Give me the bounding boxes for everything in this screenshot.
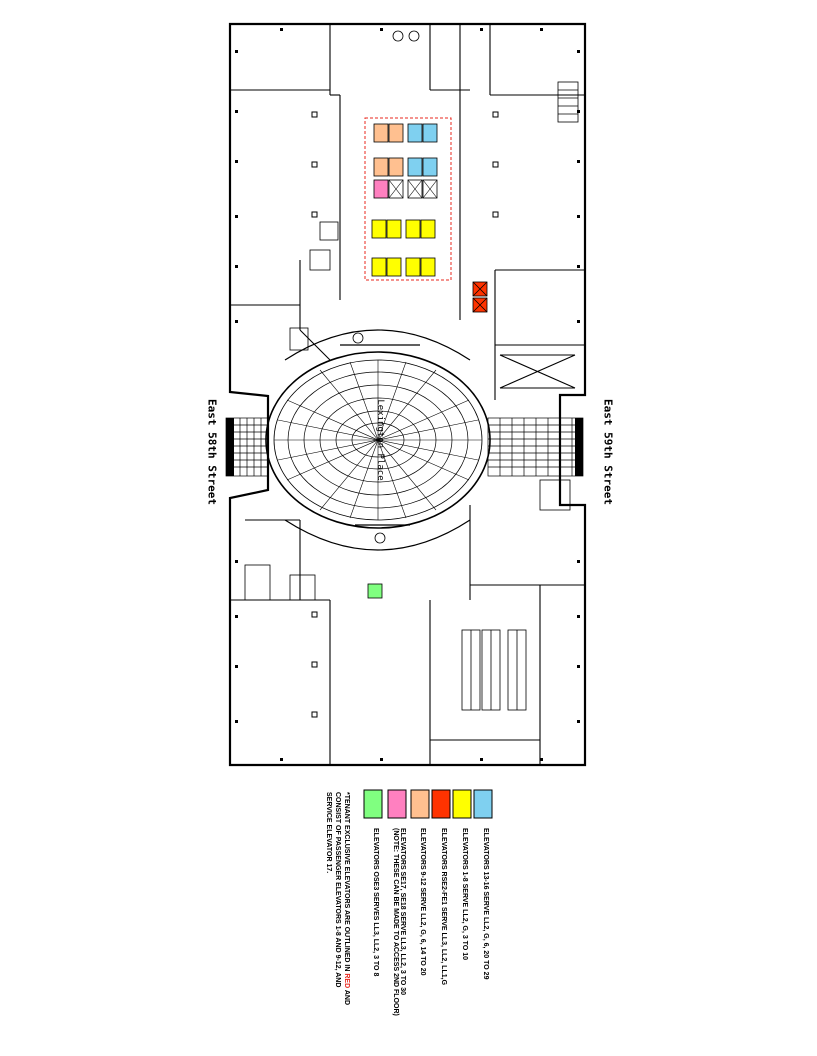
street-label-east-59th: East 59th Street — [601, 399, 615, 505]
elevator-cores — [371, 123, 438, 277]
legend-swatch-1 — [452, 789, 472, 819]
tenant-elevator-outline — [364, 117, 452, 281]
stairs — [244, 81, 579, 601]
elevator-shaft-crosses — [388, 179, 438, 199]
legend-item-pink: ELEVATORS SE17, SE18 SERVE LL3, LL2, 3 T… — [392, 828, 406, 1016]
legend-swatch-3 — [410, 789, 430, 819]
legend-swatch-2 — [431, 789, 451, 819]
legend-swatch-4 — [387, 789, 407, 819]
interior-walls — [230, 24, 585, 765]
legend-swatch-5 — [363, 789, 383, 819]
legend-swatches — [363, 789, 493, 819]
service-elevator-green — [367, 583, 383, 599]
legend-note: *TENANT EXCLUSIVE ELEVATORS ARE OUTLINED… — [325, 792, 350, 1006]
service-elevators-red — [472, 281, 488, 313]
legend-item-yellow: ELEVATORS 1-8 SERVE LL2, G, 3 TO 10 — [461, 828, 468, 961]
building-outline — [228, 22, 587, 767]
legend-item-blue: ELEVATORS 13-16 SERVE LL2, G, 6, 20 TO 2… — [482, 828, 489, 980]
legend-item-green: ELEVATORS OSE3 SERVES LL3, LL2, 3 TO 8 — [372, 828, 379, 977]
fixtures — [352, 30, 420, 544]
plaza-label: Lexington Place — [375, 399, 385, 480]
plaza-oval — [265, 329, 491, 551]
street-label-east-58th: East 58th Street — [205, 399, 219, 505]
street-grid-right — [487, 417, 584, 477]
escalators — [461, 629, 527, 711]
perimeter-columns — [235, 28, 580, 761]
street-hatch-right — [575, 418, 583, 476]
legend-swatch-0 — [473, 789, 493, 819]
street-hatch-left — [226, 418, 234, 476]
legend-item-orange: ELEVATORS 9-12 SERVE LL2, G, 6, 14 TO 20 — [419, 828, 426, 976]
legend-item-red: ELEVATORS RSE2-FE1 SERVE LL3, LL2, LL1,G — [440, 828, 447, 986]
